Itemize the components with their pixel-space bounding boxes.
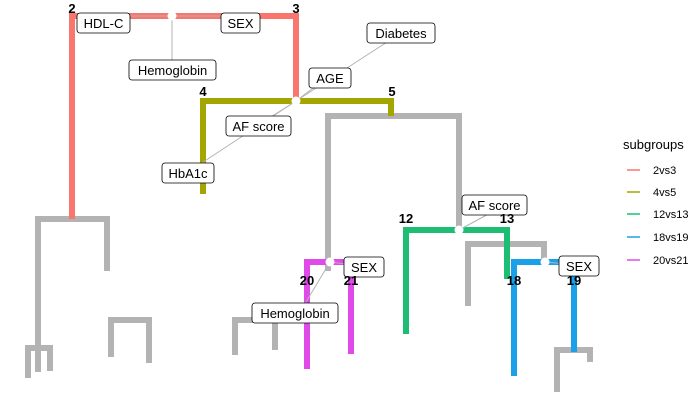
label-sex-top-text: SEX <box>227 16 253 31</box>
label-hemoglobin-bottom-text: Hemoglobin <box>260 306 329 321</box>
label-hba1c: HbA1c <box>161 162 215 184</box>
branch-18vs19 <box>511 259 577 376</box>
label-sex-top: SEX <box>220 12 261 34</box>
branch-mid-leaf-pair <box>232 317 278 355</box>
branch-right-leaf-pair <box>554 347 593 392</box>
label-af-score-left: AF score <box>225 115 292 137</box>
branch-mid-grey <box>325 113 462 271</box>
legend-label-12vs13: 12vs13 <box>653 209 688 221</box>
node-number-2: 2 <box>68 1 75 16</box>
label-hemoglobin-bottom: Hemoglobin <box>251 302 339 324</box>
split-point-4vs5 <box>291 96 301 106</box>
legend-label-4vs5: 4vs5 <box>653 187 676 199</box>
label-boxes: HDL-C SEX Hemoglobin Diabetes AGE AF sco… <box>76 12 600 324</box>
label-af-score-left-text: AF score <box>232 119 284 134</box>
branch-left-leaf-pair-2 <box>108 317 152 363</box>
node-number-12: 12 <box>399 211 413 226</box>
label-sex-mid-text: SEX <box>351 260 377 275</box>
label-hemoglobin-top: Hemoglobin <box>128 59 217 81</box>
legend: subgroups 2vs3 4vs5 12vs13 18vs19 20vs21 <box>623 137 688 267</box>
label-diabetes-text: Diabetes <box>375 26 427 41</box>
node-number-4: 4 <box>199 84 207 99</box>
label-sex-right-text: SEX <box>566 259 592 274</box>
node-number-20: 20 <box>300 273 314 288</box>
node-number-3: 3 <box>292 1 299 16</box>
split-point-18vs19 <box>540 257 550 267</box>
legend-item-4vs5: 4vs5 <box>627 187 676 199</box>
label-hemoglobin-top-text: Hemoglobin <box>138 63 207 78</box>
label-hdlc: HDL-C <box>76 12 131 34</box>
legend-item-2vs3: 2vs3 <box>627 165 676 177</box>
label-age-text: AGE <box>316 71 344 86</box>
label-hba1c-text: HbA1c <box>168 166 208 181</box>
label-af-score-right-text: AF score <box>468 198 520 213</box>
legend-item-20vs21: 20vs21 <box>627 255 688 267</box>
label-diabetes: Diabetes <box>366 22 436 44</box>
label-hdlc-text: HDL-C <box>84 16 124 31</box>
label-sex-right: SEX <box>558 255 600 277</box>
legend-label-2vs3: 2vs3 <box>653 165 676 177</box>
node-numbers: 2 3 4 5 12 13 18 19 20 21 <box>68 1 581 288</box>
label-af-score-right: AF score <box>461 194 528 216</box>
legend-title: subgroups <box>623 137 684 152</box>
legend-item-18vs19: 18vs19 <box>627 232 688 244</box>
split-point-12vs13 <box>454 225 464 235</box>
label-sex-mid: SEX <box>343 256 385 278</box>
node-number-13: 13 <box>500 211 514 226</box>
branch-left-leaf-pair-1 <box>25 345 53 378</box>
legend-item-12vs13: 12vs13 <box>627 209 688 221</box>
node-number-19: 19 <box>567 273 581 288</box>
split-point-2vs3 <box>167 11 177 21</box>
split-point-20vs21 <box>325 257 335 267</box>
split-points <box>167 11 550 267</box>
node-number-5: 5 <box>388 84 395 99</box>
legend-label-18vs19: 18vs19 <box>653 232 688 244</box>
node-number-18: 18 <box>507 273 521 288</box>
label-age: AGE <box>308 67 352 89</box>
node-number-21: 21 <box>344 273 358 288</box>
legend-label-20vs21: 20vs21 <box>653 255 688 267</box>
